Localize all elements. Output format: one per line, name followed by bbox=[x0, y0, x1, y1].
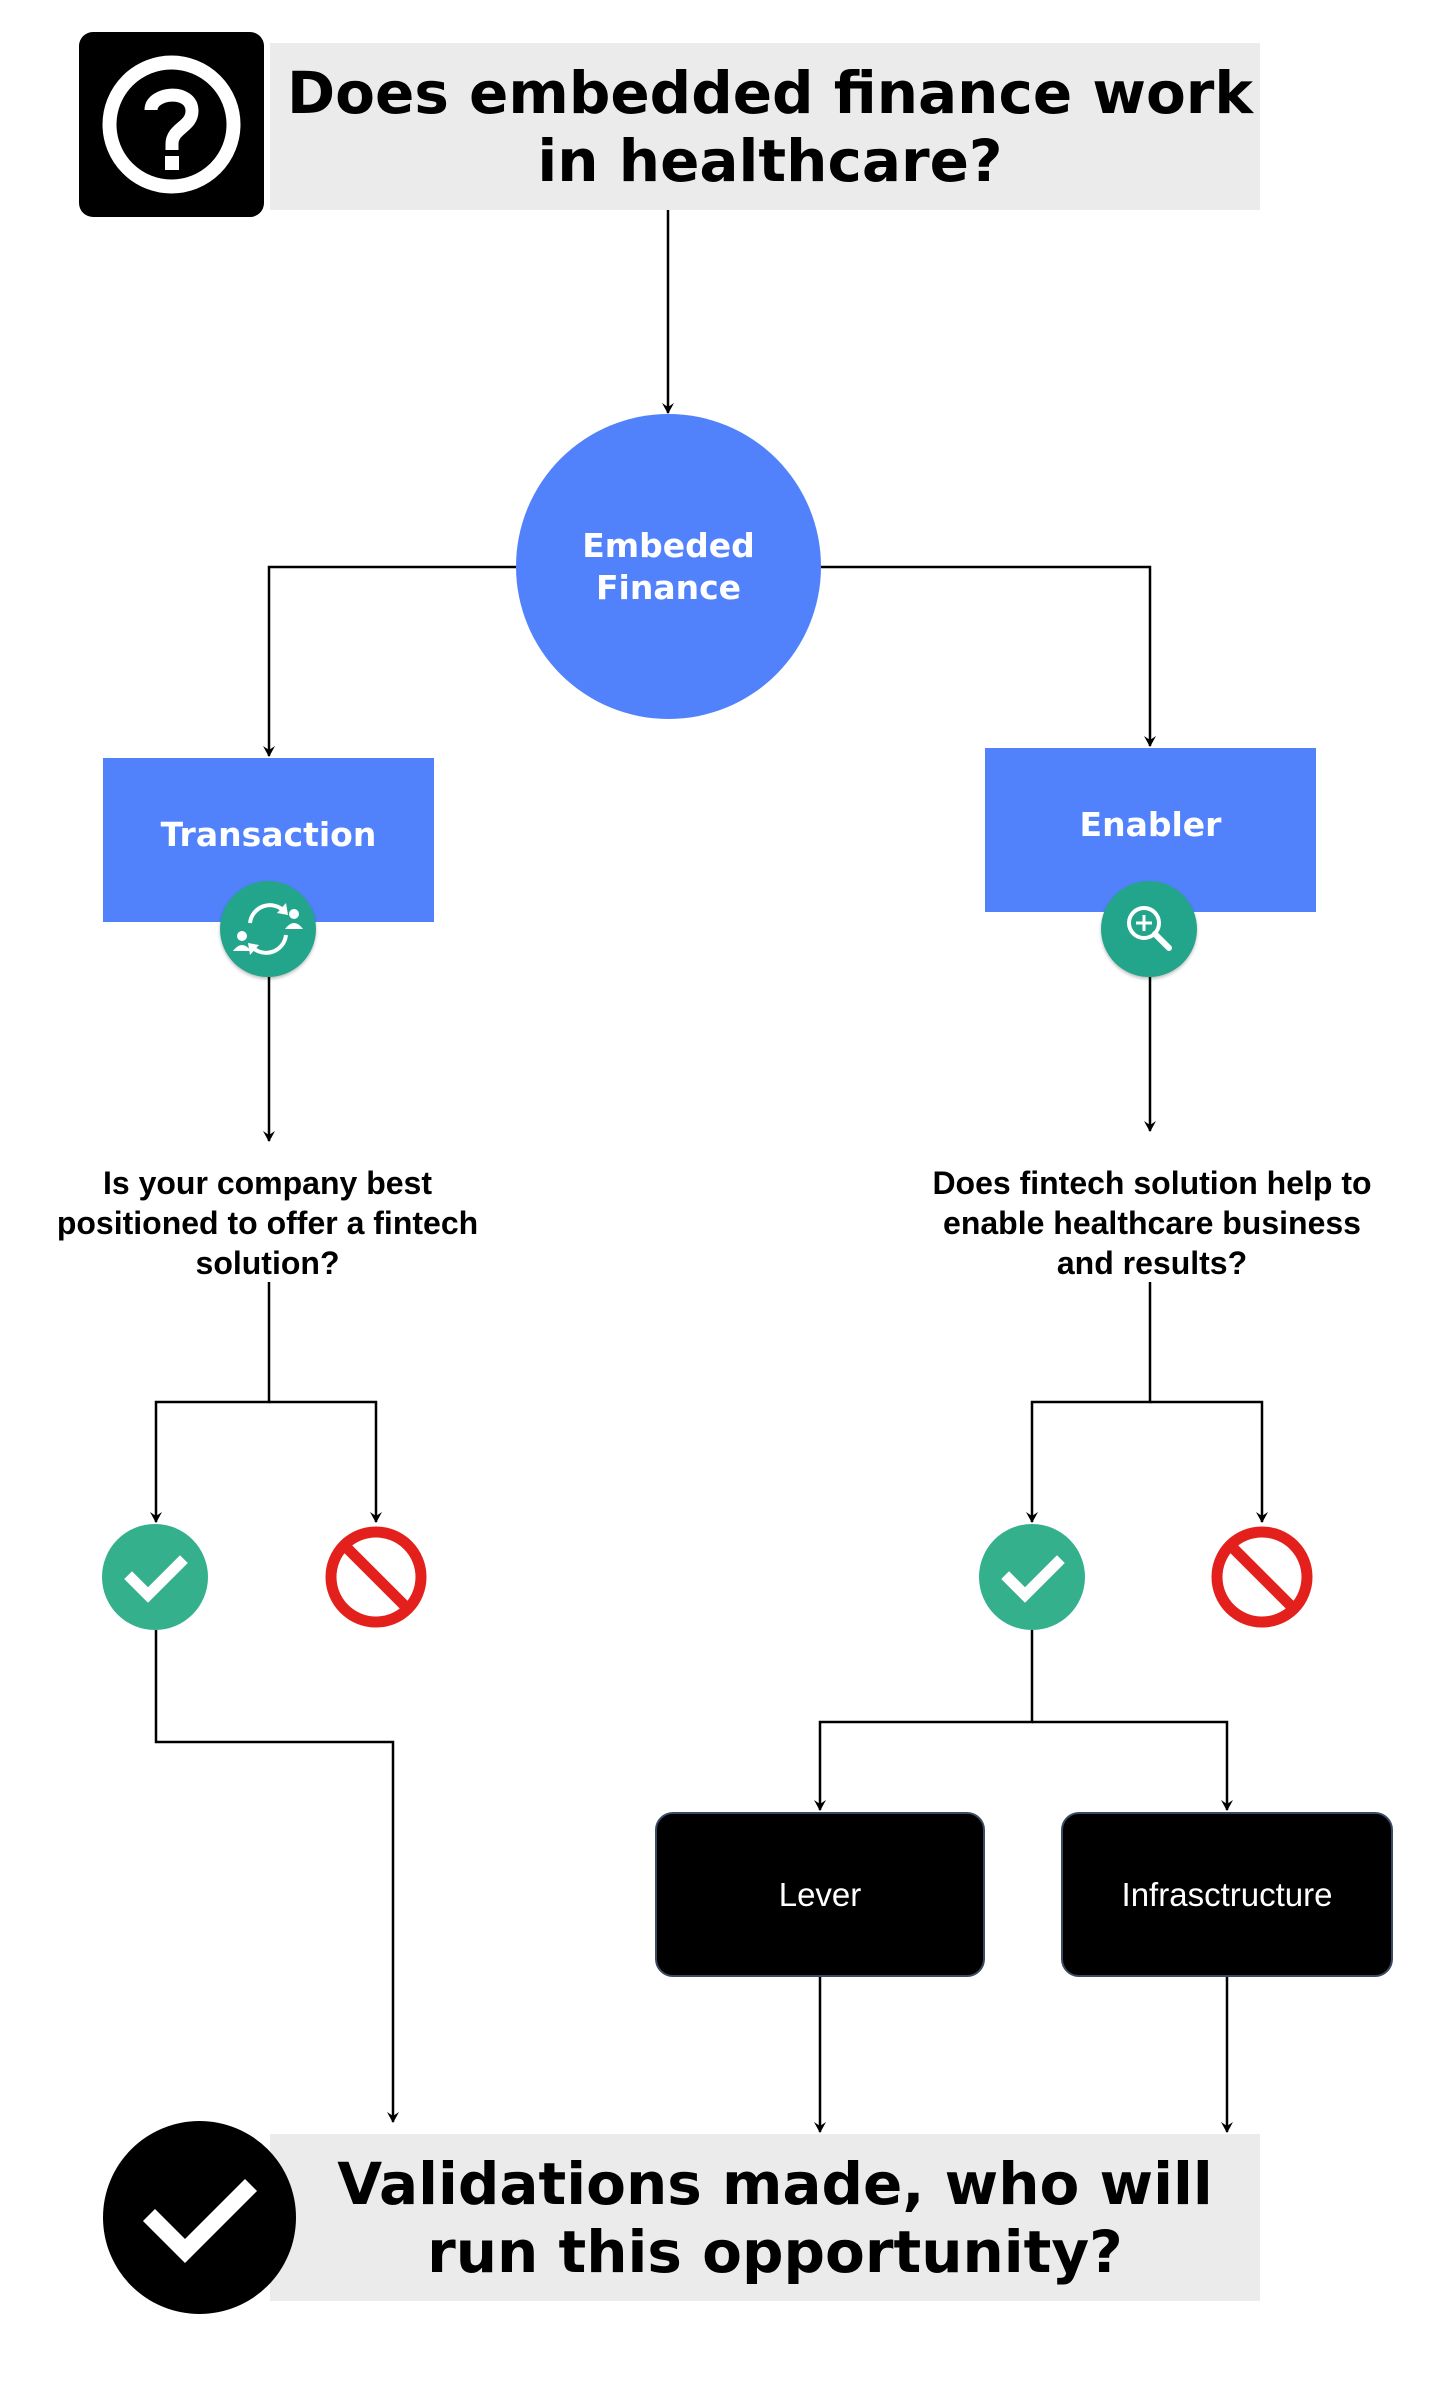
arrow-right-to-yes bbox=[1026, 1282, 1152, 1523]
arrow-right-to-no bbox=[1150, 1400, 1268, 1523]
enabler-label: Enabler bbox=[1079, 804, 1222, 844]
check-circle-icon bbox=[979, 1524, 1085, 1630]
zoom-in-magnifier-icon bbox=[1101, 881, 1197, 977]
infrastructure-label: Infrasctructure bbox=[1121, 1875, 1333, 1913]
footer-title: Validations made, who will run this oppo… bbox=[270, 2134, 1260, 2301]
arrow-right-yes-to-infra bbox=[1032, 1720, 1233, 1811]
transaction-label: Transaction bbox=[160, 814, 377, 854]
hub-label: Embeded Finance bbox=[582, 525, 755, 607]
transaction-question: Is your company best positioned to offer… bbox=[56, 1165, 479, 1281]
prohibited-icon bbox=[323, 1524, 429, 1630]
embedded-finance-node: Embeded Finance bbox=[516, 414, 821, 719]
lever-label: Lever bbox=[778, 1875, 862, 1913]
exchange-people-icon bbox=[220, 881, 316, 977]
infrastructure-box: Infrasctructure bbox=[1061, 1812, 1393, 1977]
question-circle-icon bbox=[79, 32, 264, 217]
arrow-right-yes-to-lever bbox=[814, 1630, 1034, 1811]
transaction-box: Transaction bbox=[103, 758, 434, 922]
arrow-hub-to-transaction bbox=[263, 565, 516, 757]
check-circle-icon bbox=[102, 1524, 208, 1630]
arrow-left-to-no bbox=[269, 1400, 382, 1523]
check-mark-icon bbox=[103, 2121, 296, 2314]
prohibited-icon bbox=[1209, 1524, 1315, 1630]
arrow-left-yes-to-footer bbox=[154, 1630, 399, 2123]
arrow-hub-to-enabler bbox=[821, 565, 1156, 747]
enabler-question: Does fintech solution help to enable hea… bbox=[932, 1165, 1372, 1281]
lever-box: Lever bbox=[655, 1812, 985, 1977]
arrow-left-to-yes bbox=[150, 1282, 271, 1523]
page-title: Does embedded finance work in healthcare… bbox=[270, 43, 1260, 210]
